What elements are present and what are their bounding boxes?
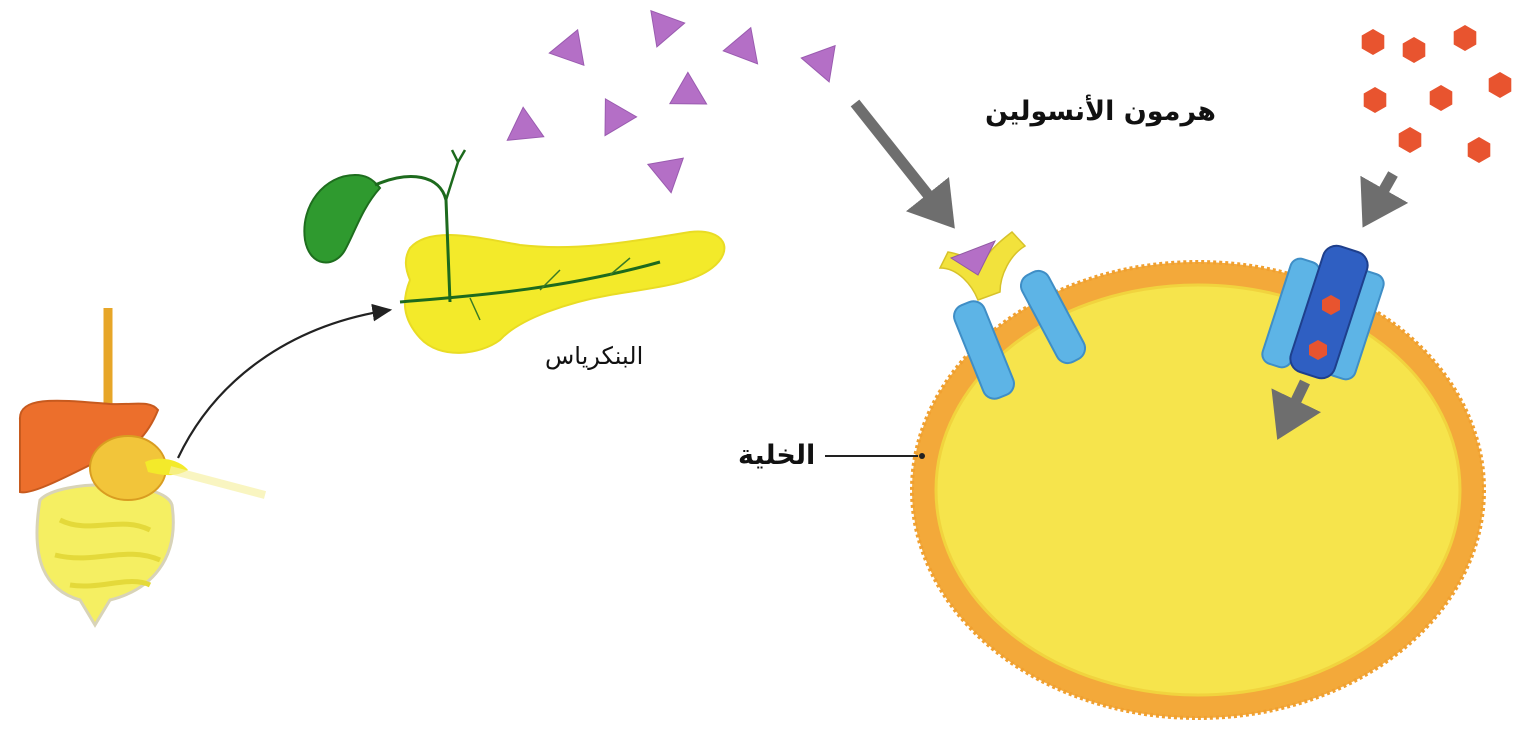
glucose-to-channel-arrow <box>1368 174 1393 218</box>
insulin-icon <box>546 30 584 71</box>
glucose-icon <box>1468 137 1491 163</box>
insulin-to-receptor-arrow <box>855 103 948 220</box>
glucose-icon <box>1454 25 1477 51</box>
insulin-icon <box>648 158 689 196</box>
insulin-icon <box>497 107 544 155</box>
intestine <box>37 485 173 625</box>
cell-interior <box>936 285 1460 695</box>
insulin-icon <box>640 11 685 53</box>
glucose-icon <box>1489 72 1512 98</box>
insulin-icon <box>589 99 636 145</box>
cell <box>912 262 1484 718</box>
cell-label: الخلية <box>738 440 815 471</box>
insulin-icon <box>801 46 846 88</box>
insulin-hormone-label: هرمون الأنسولين <box>985 96 1216 127</box>
pancreas-glow <box>170 470 265 495</box>
insulin-molecules <box>497 11 846 196</box>
glucose-icon <box>1430 85 1453 111</box>
zoom-arrow <box>178 310 390 458</box>
insulin-icon <box>723 28 771 76</box>
glucose-icon <box>1399 127 1422 153</box>
cell-leader-dot <box>919 453 925 459</box>
glucose-icon <box>1403 37 1426 63</box>
glucose-icon <box>1362 29 1385 55</box>
pancreas-label: البنكرياس <box>545 342 643 370</box>
glucose-icon <box>1364 87 1387 113</box>
insulin-icon <box>670 72 716 119</box>
digestive-organs <box>20 308 265 625</box>
